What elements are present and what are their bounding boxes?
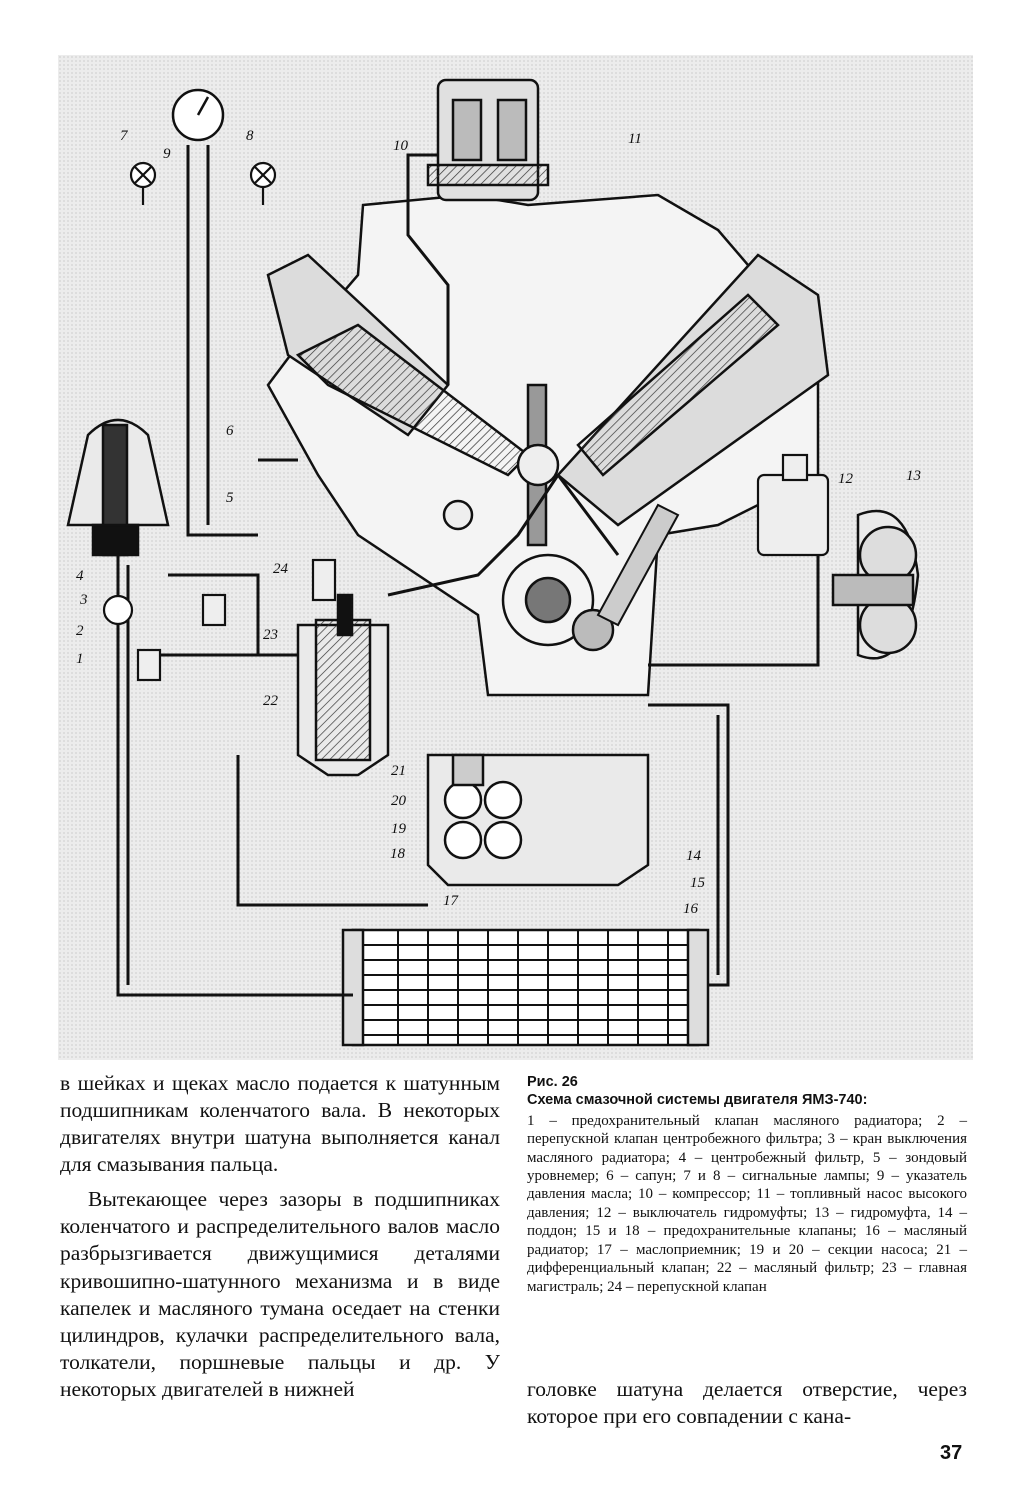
callout-5: 5 xyxy=(226,490,234,506)
figure-legend: 1 – предохранительный клапан масляного р… xyxy=(527,1112,967,1295)
right-cylinder-bank xyxy=(556,253,830,527)
figure-title: Схема смазочной системы двигателя ЯМЗ-74… xyxy=(527,1091,868,1108)
callout-6: 6 xyxy=(226,423,234,439)
callout-18: 18 xyxy=(390,846,406,862)
callout-19: 19 xyxy=(391,821,407,837)
callout-1: 1 xyxy=(76,651,84,667)
centrifugal-filter xyxy=(66,418,170,557)
callout-11: 11 xyxy=(628,131,642,147)
oil-radiator xyxy=(341,928,710,1047)
oil-filter xyxy=(296,593,390,777)
callout-22: 22 xyxy=(263,693,279,709)
figure-number: Рис. 26 xyxy=(527,1074,578,1090)
crankshaft xyxy=(442,383,615,652)
callout-21: 21 xyxy=(391,763,406,779)
oil-lines xyxy=(116,145,820,997)
signal-lamps xyxy=(129,161,277,205)
callout-labels: 1 2 3 4 5 6 7 8 9 10 11 12 13 14 15 16 1… xyxy=(76,128,921,917)
callout-20: 20 xyxy=(391,793,407,809)
callout-24: 24 xyxy=(273,561,289,577)
callout-15: 15 xyxy=(690,875,706,891)
hydraulic-coupling xyxy=(831,509,920,660)
callout-9: 9 xyxy=(163,146,171,162)
callout-16: 16 xyxy=(683,901,699,917)
callout-7: 7 xyxy=(120,128,129,144)
callout-13: 13 xyxy=(906,468,921,484)
valve-blocks xyxy=(102,558,337,682)
compressor xyxy=(426,78,550,202)
connecting-rod xyxy=(596,503,680,627)
coupling-switch xyxy=(756,453,830,557)
left-paragraph-1: в шейках и щеках масло подается к шатунн… xyxy=(60,1071,500,1177)
lubrication-system-diagram: 1 2 3 4 5 6 7 8 9 10 11 12 13 14 15 16 1… xyxy=(58,55,973,1060)
pressure-gauge xyxy=(171,88,225,142)
page-number: 37 xyxy=(940,1442,963,1464)
left-cylinder-bank xyxy=(266,253,530,477)
callout-2: 2 xyxy=(76,623,84,639)
callout-23: 23 xyxy=(263,627,278,643)
callout-12: 12 xyxy=(838,471,854,487)
callout-14: 14 xyxy=(686,848,702,864)
right-paragraph-1: головке шатуна делается отверстие, через… xyxy=(527,1377,967,1429)
figure-caption: Рис. 26 Схема смазочной системы двигател… xyxy=(527,1074,967,1296)
callout-4: 4 xyxy=(76,568,84,584)
oil-pump-and-pan xyxy=(426,753,650,887)
right-text-column: головке шатуна делается отверстие, через… xyxy=(527,1376,967,1430)
left-text-column: в шейках и щеках масло подается к шатунн… xyxy=(60,1070,500,1403)
callout-17: 17 xyxy=(443,893,460,909)
callout-8: 8 xyxy=(246,128,254,144)
callout-3: 3 xyxy=(79,592,88,608)
left-paragraph-2: Вытекающее через зазоры в подшипниках ко… xyxy=(60,1187,500,1401)
callout-10: 10 xyxy=(393,138,409,154)
